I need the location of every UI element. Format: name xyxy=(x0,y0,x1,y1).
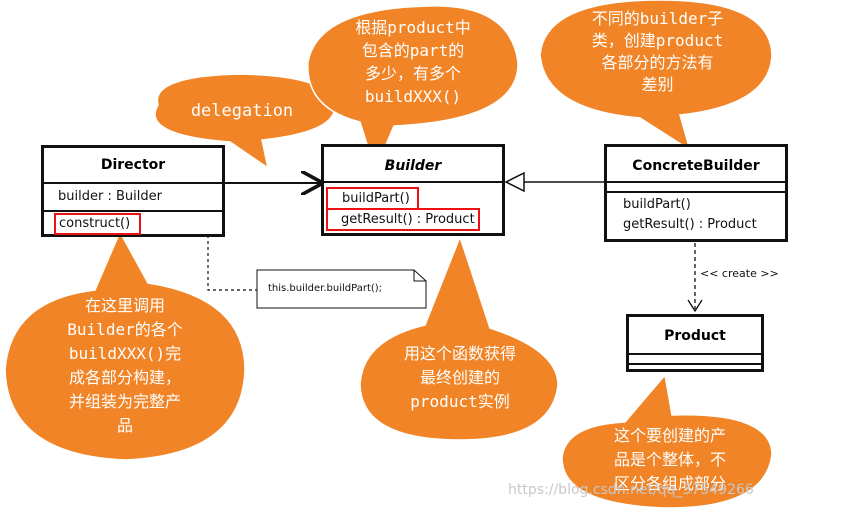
class-builder-name: Builder xyxy=(324,147,502,183)
class-product-name: Product xyxy=(629,317,761,355)
bubble-concrete-diff xyxy=(539,0,773,152)
bubble-concrete-diff-text: 不同的builder子 类，创建product 各部分的方法有 差别 xyxy=(591,9,724,94)
bubble-product-whole-text: 这个要创建的产 品是个整体，不 区分各组成部分 xyxy=(613,426,726,493)
bubble-director-construct xyxy=(4,230,246,461)
class-concrete-builder: ConcreteBuilder buildPart() getResult() … xyxy=(604,144,788,242)
bubble-product-whole xyxy=(561,373,773,509)
class-concrete-builder-attributes xyxy=(607,183,785,193)
inheritance-triangle xyxy=(504,171,525,193)
director-attribute: builder : Builder xyxy=(58,189,162,204)
class-product: Product xyxy=(626,314,764,372)
create-label: << create >> xyxy=(700,267,779,280)
class-director: Director builder : Builder construct() xyxy=(41,145,225,237)
class-director-name: Director xyxy=(44,148,222,184)
note-fold xyxy=(413,270,426,282)
class-director-methods: construct() xyxy=(44,212,222,236)
bubble-get-result-text: 用这个函数获得 最终创建的 product实例 xyxy=(403,344,516,411)
bubble-builder-parts xyxy=(307,5,519,173)
class-concrete-builder-methods: buildPart() getResult() : Product xyxy=(607,193,785,235)
bubble-director-construct-text: 在这里调用 Builder的各个 buildXXX()完 成各部分构建， 并组装… xyxy=(67,296,183,435)
create-dependency-arrowhead xyxy=(687,299,703,313)
class-concrete-builder-name: ConcreteBuilder xyxy=(607,147,785,183)
builder-method-buildpart: buildPart() xyxy=(326,187,419,210)
watermark: https://blog.csdn.net/qq_37549266 xyxy=(508,482,754,498)
concrete-method-getresult: getResult() : Product xyxy=(623,217,757,232)
director-method-construct: construct() xyxy=(53,213,142,235)
bubble-get-result xyxy=(359,234,559,441)
class-director-attributes: builder : Builder xyxy=(44,184,222,212)
bubble-delegation-text: delegation xyxy=(190,101,294,121)
note-text: this.builder.buildPart(); xyxy=(268,283,383,294)
class-builder-methods: buildPart() getResult() : Product xyxy=(324,183,502,231)
builder-method-getresult: getResult() : Product xyxy=(326,208,480,231)
concrete-method-buildpart: buildPart() xyxy=(623,197,691,212)
class-builder: Builder buildPart() getResult() : Produc… xyxy=(321,144,505,236)
bubble-builder-parts-text: 根据product中 包含的part的 多少，有多个 buildXXX() xyxy=(355,18,471,106)
note-connector xyxy=(207,229,258,291)
